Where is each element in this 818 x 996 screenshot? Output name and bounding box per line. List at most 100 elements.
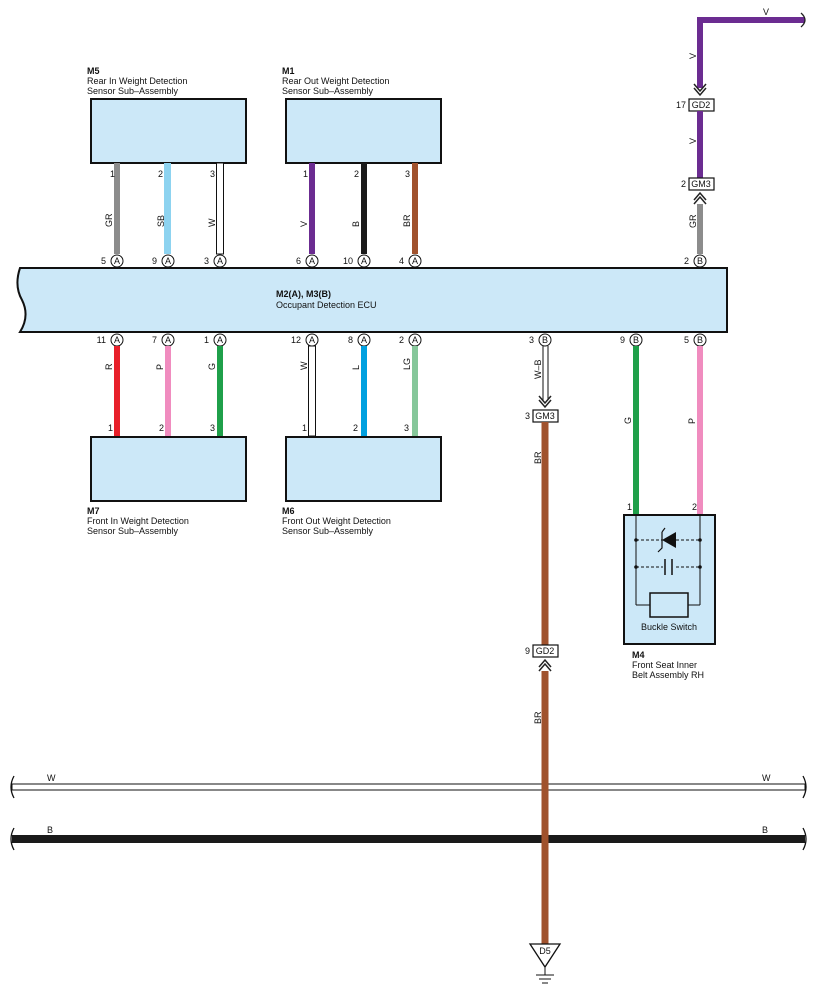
svg-text:A: A: [412, 335, 418, 345]
svg-text:P: P: [687, 418, 697, 424]
svg-text:1: 1: [627, 502, 632, 512]
svg-text:Sensor Sub–Assembly: Sensor Sub–Assembly: [87, 526, 179, 536]
ecu-pin-a1: A1: [204, 333, 227, 347]
svg-text:Sensor Sub–Assembly: Sensor Sub–Assembly: [282, 86, 374, 96]
svg-text:9: 9: [620, 335, 625, 345]
svg-text:BR: BR: [402, 214, 412, 227]
svg-text:P: P: [155, 364, 165, 370]
m5-wires: 1 2 3 GR SB W: [104, 162, 224, 255]
svg-text:W: W: [299, 361, 309, 370]
svg-text:Front Out Weight Detection: Front Out Weight Detection: [282, 516, 391, 526]
svg-text:M5: M5: [87, 66, 100, 76]
svg-text:Belt Assembly RH: Belt Assembly RH: [632, 670, 704, 680]
svg-text:A: A: [412, 256, 418, 266]
ecu-pin-a7: A7: [152, 333, 175, 347]
svg-text:7: 7: [152, 335, 157, 345]
m5-sensor: M5 Rear In Weight Detection Sensor Sub–A…: [87, 66, 247, 164]
svg-text:3: 3: [204, 256, 209, 266]
svg-text:B: B: [697, 335, 703, 345]
top-v-wire: V V: [688, 7, 806, 97]
svg-text:M6: M6: [282, 506, 295, 516]
ecu-pin-a11: A 11: [97, 333, 124, 347]
svg-text:9: 9: [152, 256, 157, 266]
svg-text:A: A: [114, 335, 120, 345]
ground-d5: D5: [528, 943, 562, 984]
gm3-top-connector: GM3 2: [681, 177, 715, 205]
ecu-pin-a10: A10: [343, 254, 371, 268]
svg-text:B: B: [542, 335, 548, 345]
svg-text:GM3: GM3: [535, 411, 555, 421]
gm3-mid-connector: GM3 3: [525, 409, 559, 423]
svg-text:G: G: [623, 417, 633, 424]
svg-text:W–B: W–B: [533, 359, 543, 379]
svg-text:17: 17: [676, 100, 686, 110]
svg-text:A: A: [217, 256, 223, 266]
br-lower-label: BR: [533, 711, 543, 724]
svg-text:Front Seat Inner: Front Seat Inner: [632, 660, 697, 670]
ecu-pin-a3: A3: [204, 254, 227, 268]
svg-text:Sensor Sub–Assembly: Sensor Sub–Assembly: [87, 86, 179, 96]
svg-text:2: 2: [681, 179, 686, 189]
svg-text:W: W: [207, 218, 217, 227]
svg-text:A: A: [309, 256, 315, 266]
svg-text:2: 2: [353, 423, 358, 433]
svg-text:B: B: [351, 221, 361, 227]
svg-text:3: 3: [210, 423, 215, 433]
m1-wires: 1 2 3 V B BR: [299, 163, 418, 254]
m7-sensor: M7 Front In Weight Detection Sensor Sub–…: [87, 436, 247, 536]
svg-text:GR: GR: [104, 213, 114, 227]
ecu-pin-b5: B5: [684, 333, 707, 347]
svg-text:M1: M1: [282, 66, 295, 76]
svg-text:2: 2: [692, 502, 697, 512]
ecu-bottom-pins: A11 A7 A1 A12 A8 A2 B3 B9 B5: [97, 333, 707, 347]
svg-text:B: B: [697, 256, 703, 266]
svg-text:2: 2: [684, 256, 689, 266]
svg-text:M4: M4: [632, 650, 645, 660]
ecu-pin-a9: A9: [152, 254, 175, 268]
svg-text:A: A: [114, 256, 120, 266]
m4-wires: G P 1 2: [623, 346, 703, 514]
m6-wires: W L LG 1 2 3: [299, 345, 418, 437]
svg-text:1: 1: [204, 335, 209, 345]
v-upper-label: V: [688, 53, 698, 59]
svg-text:W: W: [762, 773, 771, 783]
ecu-pin-a2: A2: [399, 333, 422, 347]
svg-text:11: 11: [97, 335, 106, 345]
svg-text:2: 2: [159, 423, 164, 433]
ecu-pin-b3: B3: [529, 333, 552, 347]
svg-text:3: 3: [529, 335, 534, 345]
svg-text:Buckle Switch: Buckle Switch: [641, 622, 697, 632]
top-v-label: V: [763, 7, 769, 17]
ecu-pin-b2: B2: [684, 254, 707, 268]
ecu-pin-a6: A6: [296, 254, 319, 268]
v-lower-label: V: [688, 138, 698, 144]
svg-text:6: 6: [296, 256, 301, 266]
svg-text:3: 3: [210, 169, 215, 179]
svg-text:1: 1: [110, 169, 115, 179]
svg-text:5: 5: [101, 256, 106, 266]
svg-text:2: 2: [158, 169, 163, 179]
svg-text:3: 3: [404, 423, 409, 433]
svg-text:A: A: [309, 335, 315, 345]
ecu-pin-a8: A8: [348, 333, 371, 347]
svg-text:G: G: [207, 363, 217, 370]
ecu-top-pins: A5 A9 A3 A6 A10 A4 B2: [101, 254, 707, 268]
svg-text:2: 2: [399, 335, 404, 345]
svg-text:3: 3: [405, 169, 410, 179]
svg-text:M2(A), M3(B): M2(A), M3(B): [276, 289, 331, 299]
svg-text:Occupant Detection ECU: Occupant Detection ECU: [276, 300, 377, 310]
svg-text:L: L: [351, 365, 361, 370]
gr-b2-label: GR: [688, 214, 698, 228]
svg-text:A: A: [361, 335, 367, 345]
wb-wire: W–B: [533, 346, 552, 409]
svg-text:GD2: GD2: [692, 100, 711, 110]
m4-belt-assembly: Buckle Switch M4 Front Seat Inner Belt A…: [623, 514, 716, 680]
svg-text:A: A: [361, 256, 367, 266]
svg-text:GM3: GM3: [691, 179, 711, 189]
svg-text:A: A: [217, 335, 223, 345]
svg-text:R: R: [104, 363, 114, 370]
diode-icon: [662, 532, 676, 548]
svg-text:1: 1: [108, 423, 113, 433]
ecu-pin-a4: A4: [399, 254, 422, 268]
m7-wires: R P G 1 2 3: [104, 346, 223, 436]
